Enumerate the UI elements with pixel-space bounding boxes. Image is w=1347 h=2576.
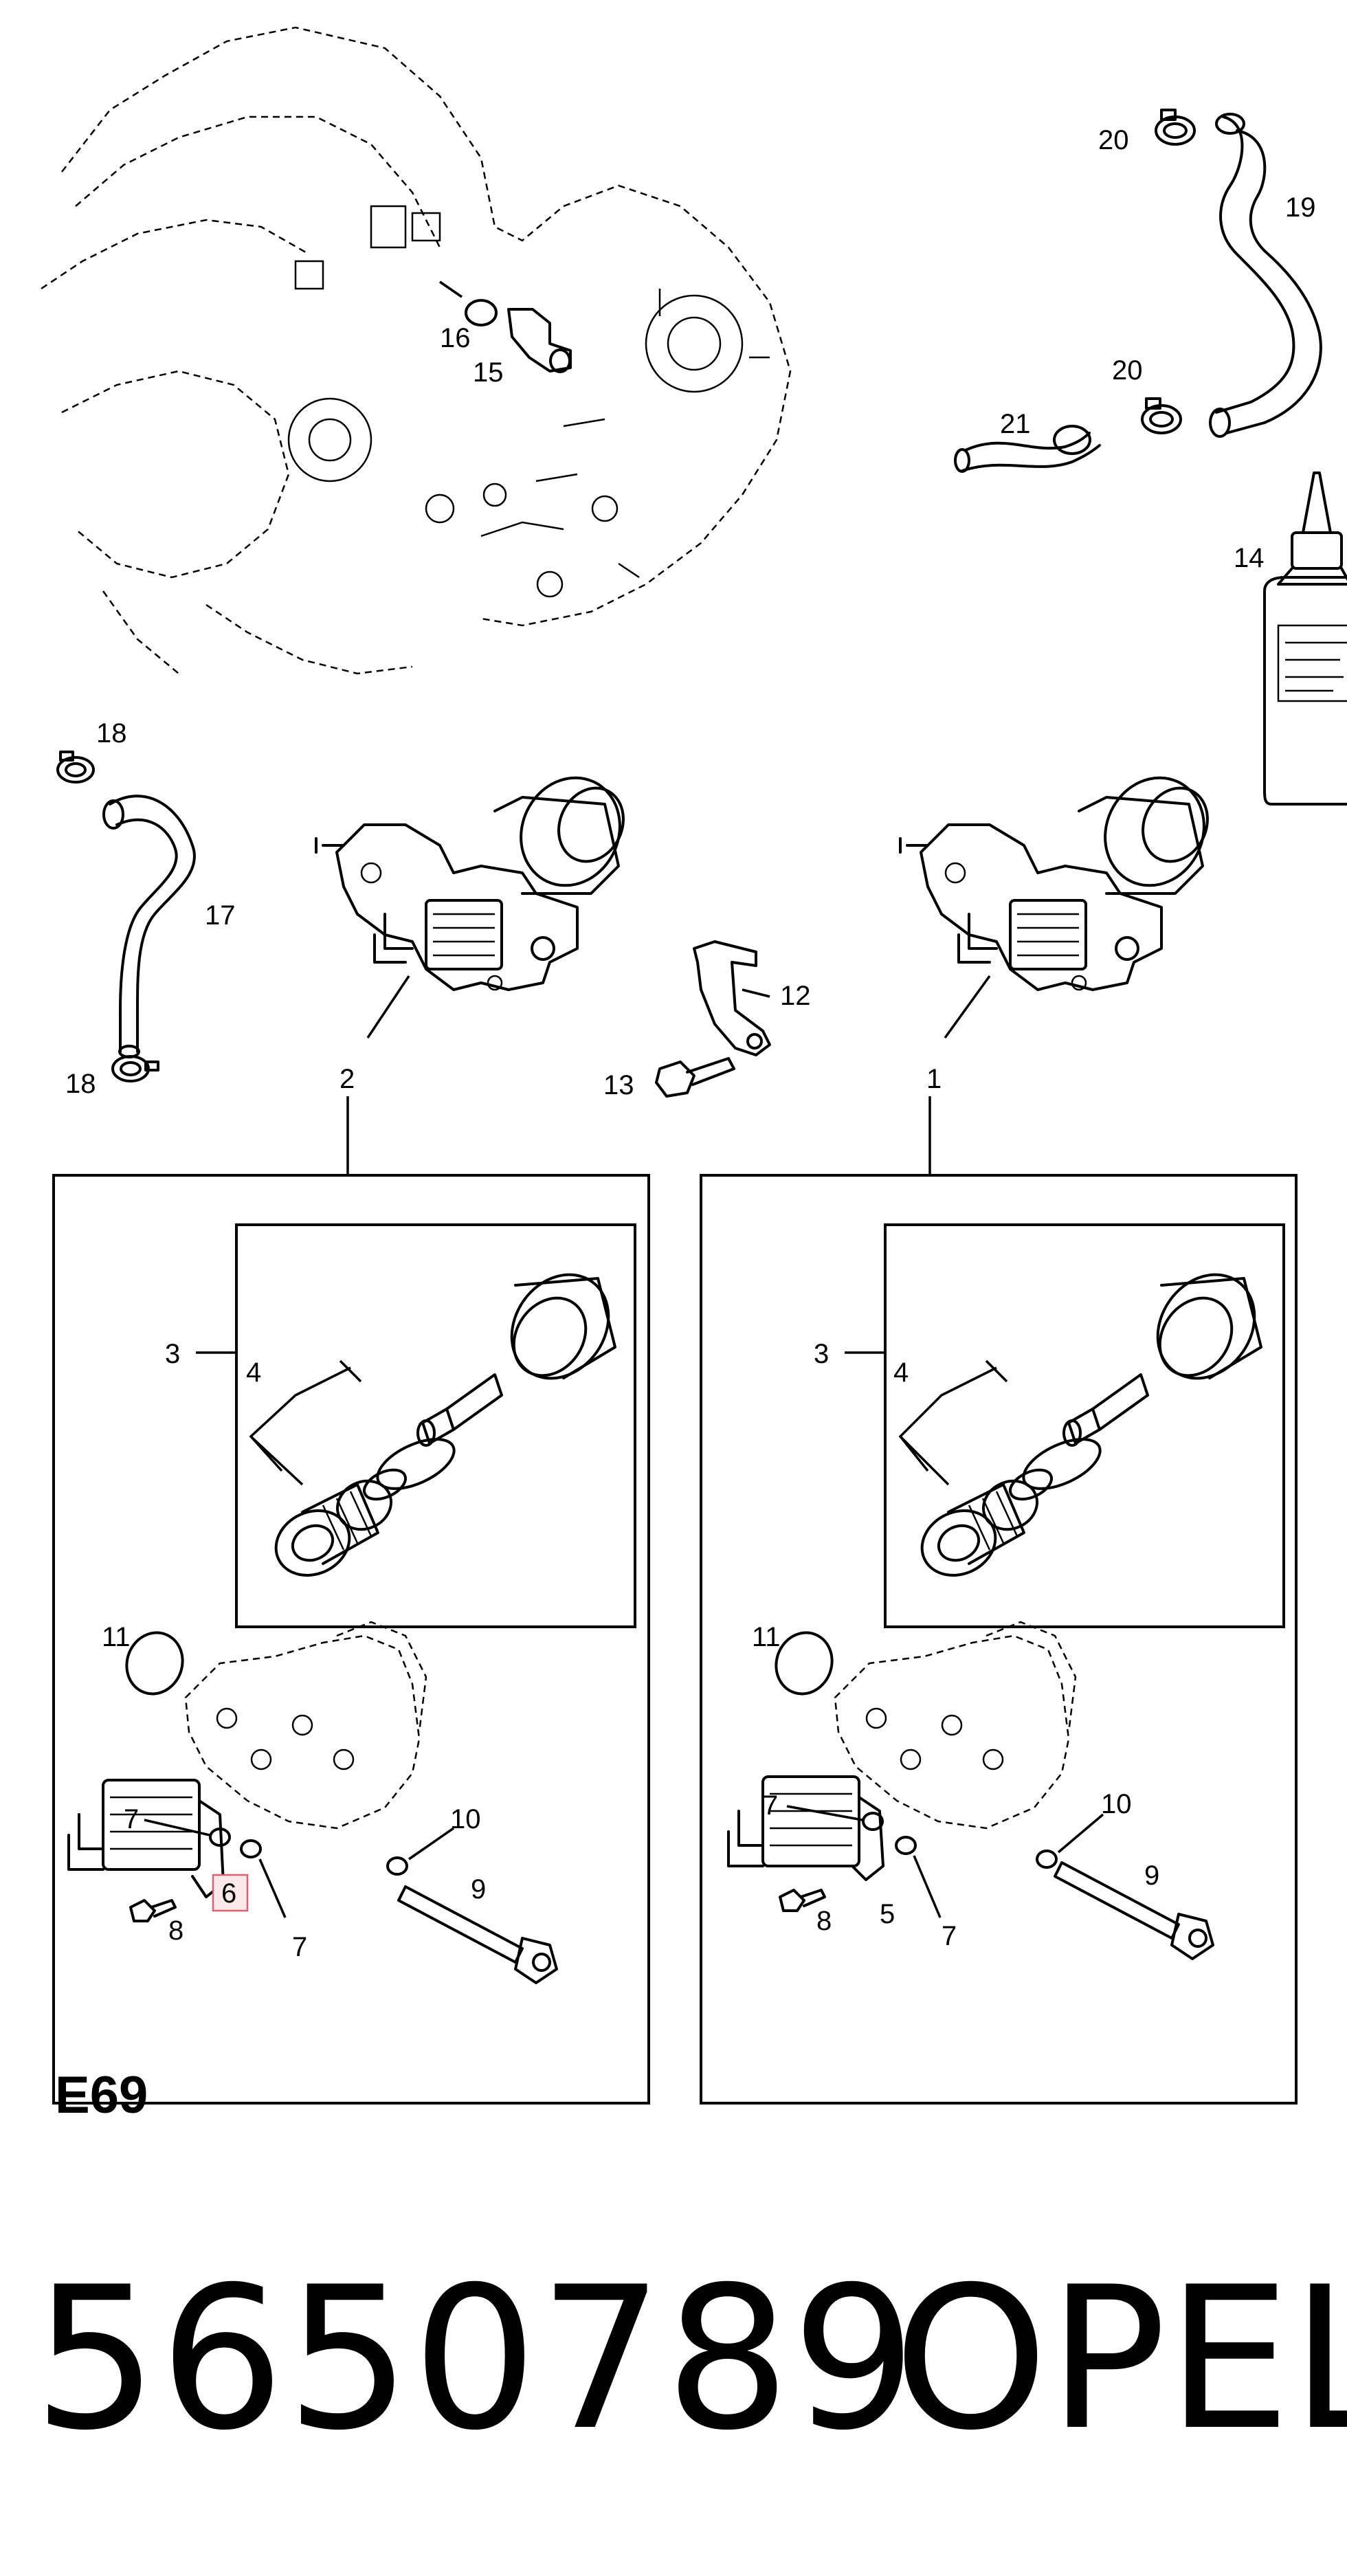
callout-6: 6 (221, 1878, 236, 1909)
brand-name: OPEL (893, 2245, 1347, 2474)
left-filter-subbox (235, 1223, 636, 1628)
right-part-7-oring-b (895, 1836, 917, 1855)
part-16-o-ring (465, 299, 498, 326)
left-part-11-seal (125, 1631, 184, 1696)
callout-16: 16 (440, 323, 471, 353)
left-filter-element (274, 1479, 392, 1577)
callout-11-left: 11 (102, 1622, 131, 1652)
left-oring-large (376, 1438, 456, 1490)
part-21-hose (954, 425, 1101, 473)
callout-3-left: 3 (165, 1339, 180, 1369)
callout-20-top: 20 (1098, 125, 1129, 155)
left-part-9-bolt (397, 1885, 558, 1984)
left-part-7-oring-b (240, 1839, 262, 1858)
left-detail-box (52, 1174, 650, 2105)
right-oring-large (1022, 1438, 1102, 1490)
callout-5: 5 (880, 1899, 895, 1929)
right-part-11-seal (775, 1631, 834, 1696)
callout-3-right: 3 (814, 1339, 829, 1369)
callout-9-right: 9 (1144, 1861, 1159, 1891)
part-12-bracket (693, 940, 771, 1056)
callout-15: 15 (473, 357, 504, 388)
part-13-bolt (655, 1057, 735, 1098)
callout-19: 19 (1285, 192, 1316, 223)
callout-7-right-b: 7 (942, 1921, 957, 1951)
right-filter-housing-base (834, 1621, 1077, 1830)
part-1-filter-housing-assembly (899, 776, 1209, 991)
callout-13: 13 (603, 1070, 634, 1100)
callout-8-right: 8 (816, 1906, 832, 1936)
right-part-10-washer (1036, 1850, 1058, 1869)
engine-block-drawing (41, 26, 792, 675)
callout-10-left: 10 (450, 1804, 481, 1834)
right-part-8-screw (779, 1889, 826, 1912)
callout-8-left: 8 (168, 1916, 183, 1946)
left-part-5-cooler (67, 1779, 225, 1898)
right-part-7-oring-a (862, 1812, 884, 1831)
callout-1: 1 (926, 1064, 942, 1094)
callout-12: 12 (780, 981, 811, 1011)
part-14-fluid-bottle (1263, 471, 1347, 806)
right-filter-cap (1156, 1273, 1262, 1380)
callout-7-left-b: 7 (292, 1932, 307, 1962)
right-oring-small (1009, 1468, 1053, 1501)
right-part-9-bolt (1054, 1861, 1214, 1960)
callout-18-bottom: 18 (65, 1069, 96, 1099)
part-15-fitting (507, 308, 572, 373)
right-filter-subbox (884, 1223, 1285, 1628)
callout-4-left: 4 (246, 1357, 261, 1388)
right-filter-element (920, 1479, 1038, 1577)
callout-4-right: 4 (893, 1357, 909, 1388)
part-20-clamp-top (1155, 109, 1196, 146)
callout-9-left: 9 (471, 1874, 486, 1905)
callout-11-right: 11 (752, 1622, 781, 1652)
right-part-5-cooler (727, 1775, 884, 1881)
right-filter-stem (1062, 1373, 1149, 1447)
part-18-clamp-bottom (111, 1055, 159, 1082)
callout-20-bottom: 20 (1112, 355, 1143, 386)
left-part-8-screw (129, 1899, 177, 1922)
left-filter-housing-base (184, 1621, 427, 1830)
part-18-clamp-top (56, 751, 95, 784)
left-filter-cap (510, 1273, 616, 1380)
part-19-hose (1209, 113, 1322, 438)
callout-2: 2 (339, 1064, 355, 1094)
callout-14: 14 (1234, 543, 1265, 573)
left-part-10-washer (386, 1856, 408, 1876)
left-oring-small (363, 1468, 407, 1501)
callout-7-right-a: 7 (763, 1790, 778, 1821)
part-2-filter-housing-assembly (315, 776, 625, 991)
left-filter-stem (416, 1373, 503, 1447)
part-20-clamp-bottom (1141, 397, 1182, 434)
part-17-hose (102, 795, 196, 1058)
callout-17: 17 (205, 900, 236, 931)
part-number: 5650789 (33, 2245, 918, 2474)
callout-6-highlight (212, 1874, 249, 1912)
callout-10-right: 10 (1101, 1789, 1132, 1819)
callout-18-top: 18 (96, 718, 127, 748)
callout-21: 21 (1000, 409, 1031, 439)
callout-7-left-a: 7 (124, 1804, 139, 1834)
right-detail-box (700, 1174, 1298, 2105)
section-code: E69 (55, 2066, 148, 2124)
